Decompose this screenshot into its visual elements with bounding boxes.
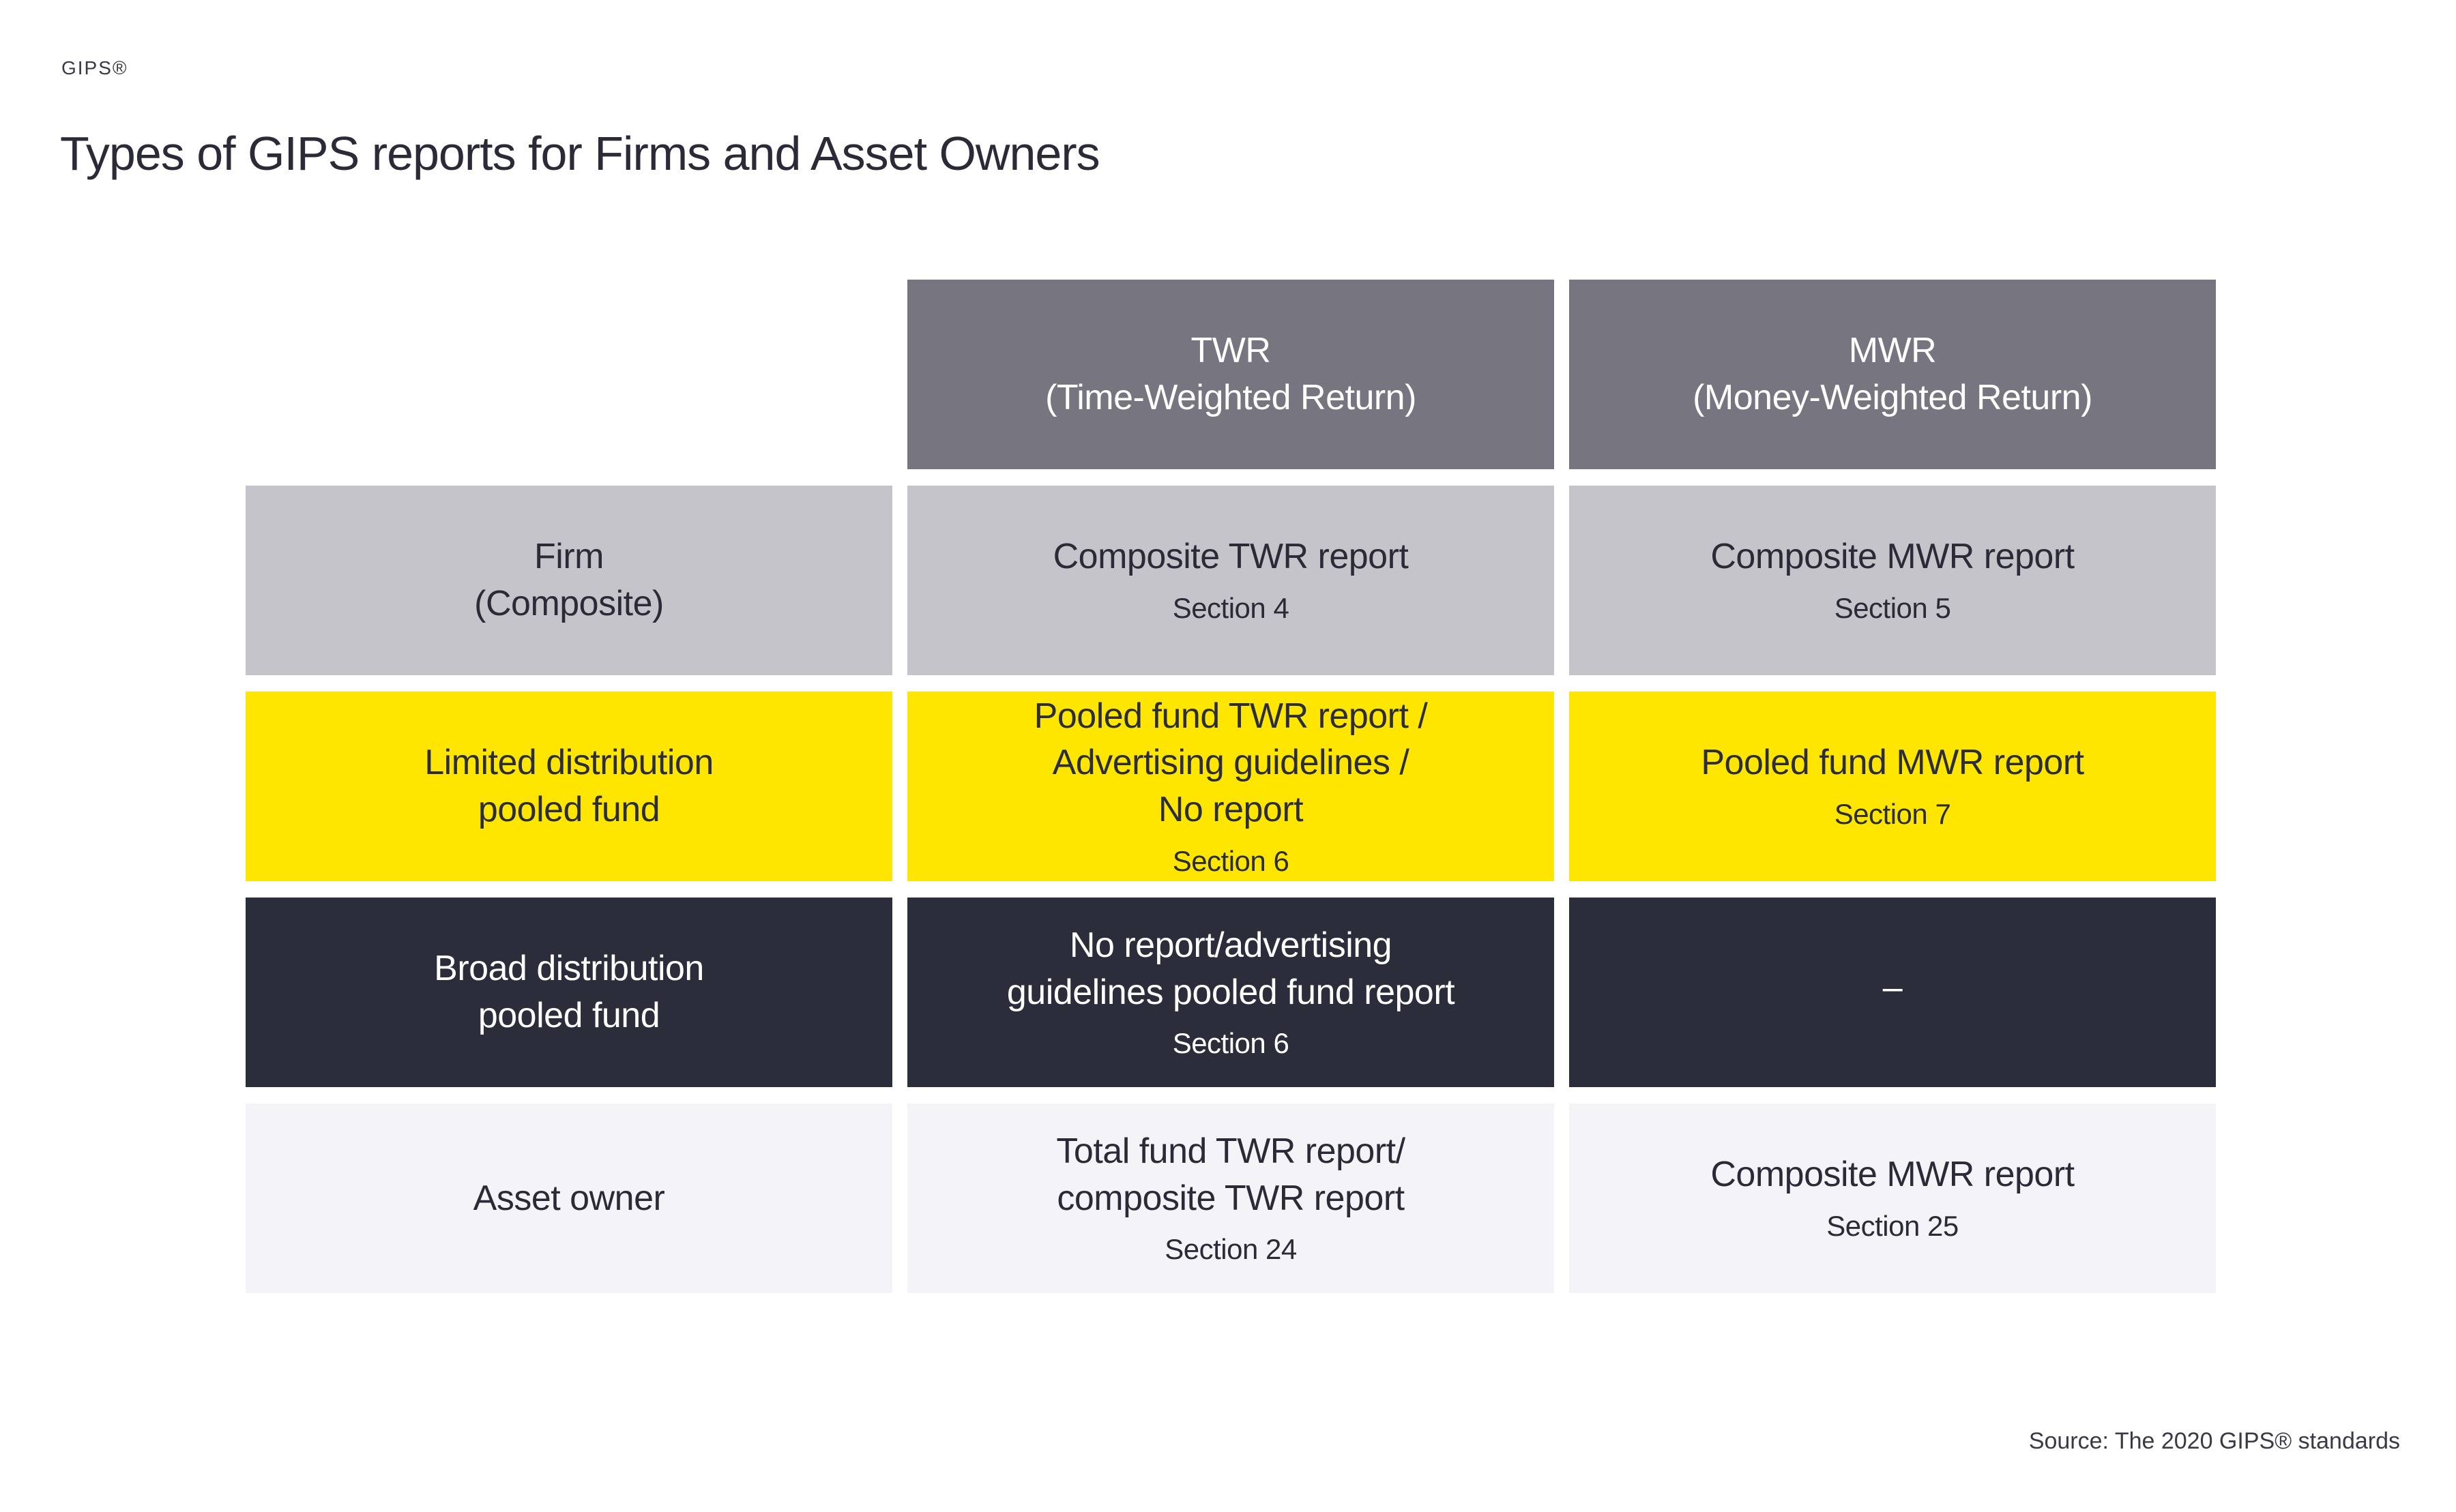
cell-section-ref: Section 25 [1826, 1210, 1959, 1243]
corner-spacer-cell [246, 280, 892, 469]
row-label-broad-distribution-pooled-fund: Broad distribution pooled fund [246, 898, 892, 1087]
cell-limited-distribution-twr: Pooled fund TWR report / Advertising gui… [907, 692, 1554, 881]
gips-brand-label: GIPS® [61, 57, 128, 78]
cell-text: – [1882, 967, 1903, 1007]
cell-text: Composite MWR report [1710, 537, 2075, 577]
cell-text: Pooled fund MWR report [1701, 743, 2084, 783]
row-label-firm-composite: Firm (Composite) [246, 486, 892, 675]
cell-text: Total fund TWR report/ composite TWR rep… [1056, 1131, 1405, 1218]
cell-section-ref: Section 7 [1834, 798, 1951, 831]
cell-section-ref: Section 4 [1172, 592, 1289, 625]
cell-broad-distribution-twr: No report/advertising guidelines pooled … [907, 898, 1554, 1087]
column-header-twr-text: TWR (Time-Weighted Return) [1045, 331, 1416, 417]
cell-text: Composite TWR report [1053, 537, 1409, 577]
page-title: Types of GIPS reports for Firms and Asse… [60, 126, 1100, 180]
row-label-text: Asset owner [473, 1178, 665, 1218]
cell-section-ref: Section 6 [1172, 844, 1289, 877]
row-label-limited-distribution-pooled-fund: Limited distribution pooled fund [246, 692, 892, 881]
cell-text: No report/advertising guidelines pooled … [1006, 925, 1455, 1012]
row-label-text: Broad distribution pooled fund [434, 949, 704, 1035]
cell-asset-owner-twr: Total fund TWR report/ composite TWR rep… [907, 1103, 1554, 1293]
cell-section-ref: Section 6 [1172, 1027, 1289, 1060]
row-label-text: Limited distribution pooled fund [424, 743, 714, 829]
source-attribution: Source: The 2020 GIPS® standards [2028, 1428, 2400, 1454]
row-label-text: Firm (Composite) [474, 537, 664, 623]
row-label-asset-owner: Asset owner [246, 1103, 892, 1293]
cell-text: Composite MWR report [1710, 1155, 2075, 1195]
cell-section-ref: Section 5 [1834, 592, 1951, 625]
cell-firm-mwr: Composite MWR report Section 5 [1569, 486, 2216, 675]
cell-broad-distribution-mwr: – [1569, 898, 2216, 1087]
cell-asset-owner-mwr: Composite MWR report Section 25 [1569, 1103, 2216, 1293]
column-header-mwr-text: MWR (Money-Weighted Return) [1693, 331, 2092, 417]
column-header-mwr: MWR (Money-Weighted Return) [1569, 280, 2216, 469]
column-header-twr: TWR (Time-Weighted Return) [907, 280, 1554, 469]
cell-text: Pooled fund TWR report / Advertising gui… [1034, 696, 1428, 830]
cell-limited-distribution-mwr: Pooled fund MWR report Section 7 [1569, 692, 2216, 881]
cell-section-ref: Section 24 [1165, 1233, 1297, 1266]
gips-report-matrix: TWR (Time-Weighted Return) MWR (Money-We… [246, 280, 2216, 1293]
cell-firm-twr: Composite TWR report Section 4 [907, 486, 1554, 675]
